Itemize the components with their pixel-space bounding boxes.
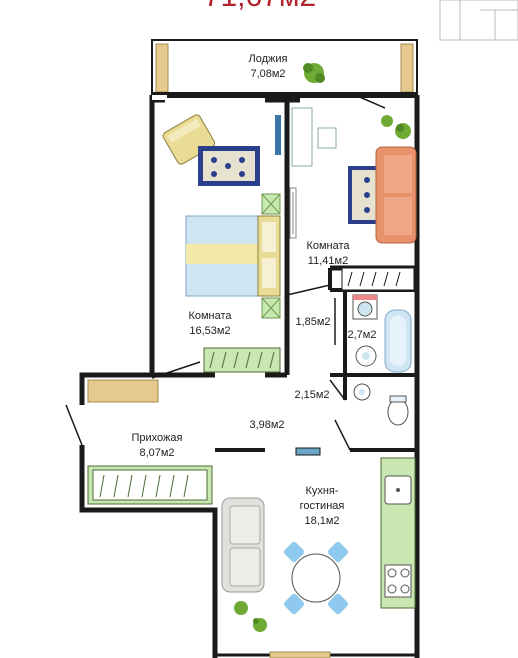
- room-area: 7,08м2: [250, 68, 285, 80]
- bed-icon: [185, 215, 281, 297]
- room-area: 11,41м2: [308, 255, 348, 267]
- room-label-loggia: Лоджия 7,08м2: [249, 53, 288, 80]
- couch-icon: [221, 497, 265, 593]
- room-area: 8,07м2: [139, 447, 174, 459]
- nightstand-icon: [261, 193, 281, 319]
- rug-icon: [198, 146, 260, 186]
- sink-icon: [355, 345, 377, 367]
- room-area: 2,7м2: [348, 329, 377, 341]
- washing-machine-icon: [352, 294, 378, 320]
- plant-icon: [381, 115, 411, 139]
- wardrobe-icon: [341, 267, 415, 291]
- door-lines: [65, 94, 386, 451]
- room-name: Комната: [306, 240, 350, 252]
- toilet-icon: [387, 395, 409, 426]
- room-name: Кухня-: [305, 485, 338, 497]
- hall-wardrobe-icon: [87, 465, 213, 505]
- room-label-bedroom-1: Комната 16,53м2: [188, 310, 232, 337]
- window: [269, 651, 331, 658]
- radiator-icon: [289, 187, 297, 239]
- entrance-door: [295, 447, 321, 456]
- room-label-bedroom-2: Комната 11,41м2: [306, 240, 350, 267]
- room-name: Лоджия: [249, 53, 288, 65]
- window: [87, 95, 167, 403]
- room-area: 1,85м2: [295, 316, 330, 328]
- sink-icon: [353, 383, 371, 401]
- room-name: Комната: [188, 310, 232, 322]
- room-area: 2,15м2: [294, 389, 329, 401]
- room-area: 3,98м2: [249, 419, 284, 431]
- desk-icon: [291, 107, 337, 167]
- room-label-kitchen-living: Кухня- гостиная 18,1м2: [300, 485, 345, 527]
- room-area: 18,1м2: [304, 515, 339, 527]
- dining-table-icon: [283, 541, 349, 615]
- bathtub-icon: [384, 309, 412, 373]
- plant-icon: [303, 63, 325, 83]
- room-label-hall: Прихожая 8,07м2: [132, 432, 183, 459]
- plant-icon: [234, 601, 267, 632]
- total-area: 71,67м2: [204, 0, 316, 13]
- kitchen-counter-icon: [380, 457, 416, 609]
- loggia: [151, 39, 418, 98]
- tv-icon: [275, 115, 281, 155]
- room-area: 16,53м2: [189, 325, 230, 337]
- room-name: гостиная: [300, 500, 345, 512]
- sofa-icon: [375, 146, 417, 244]
- room-name: Прихожая: [132, 432, 183, 444]
- wardrobe-icon: [203, 347, 281, 373]
- mini-plan-icon: [439, 0, 518, 41]
